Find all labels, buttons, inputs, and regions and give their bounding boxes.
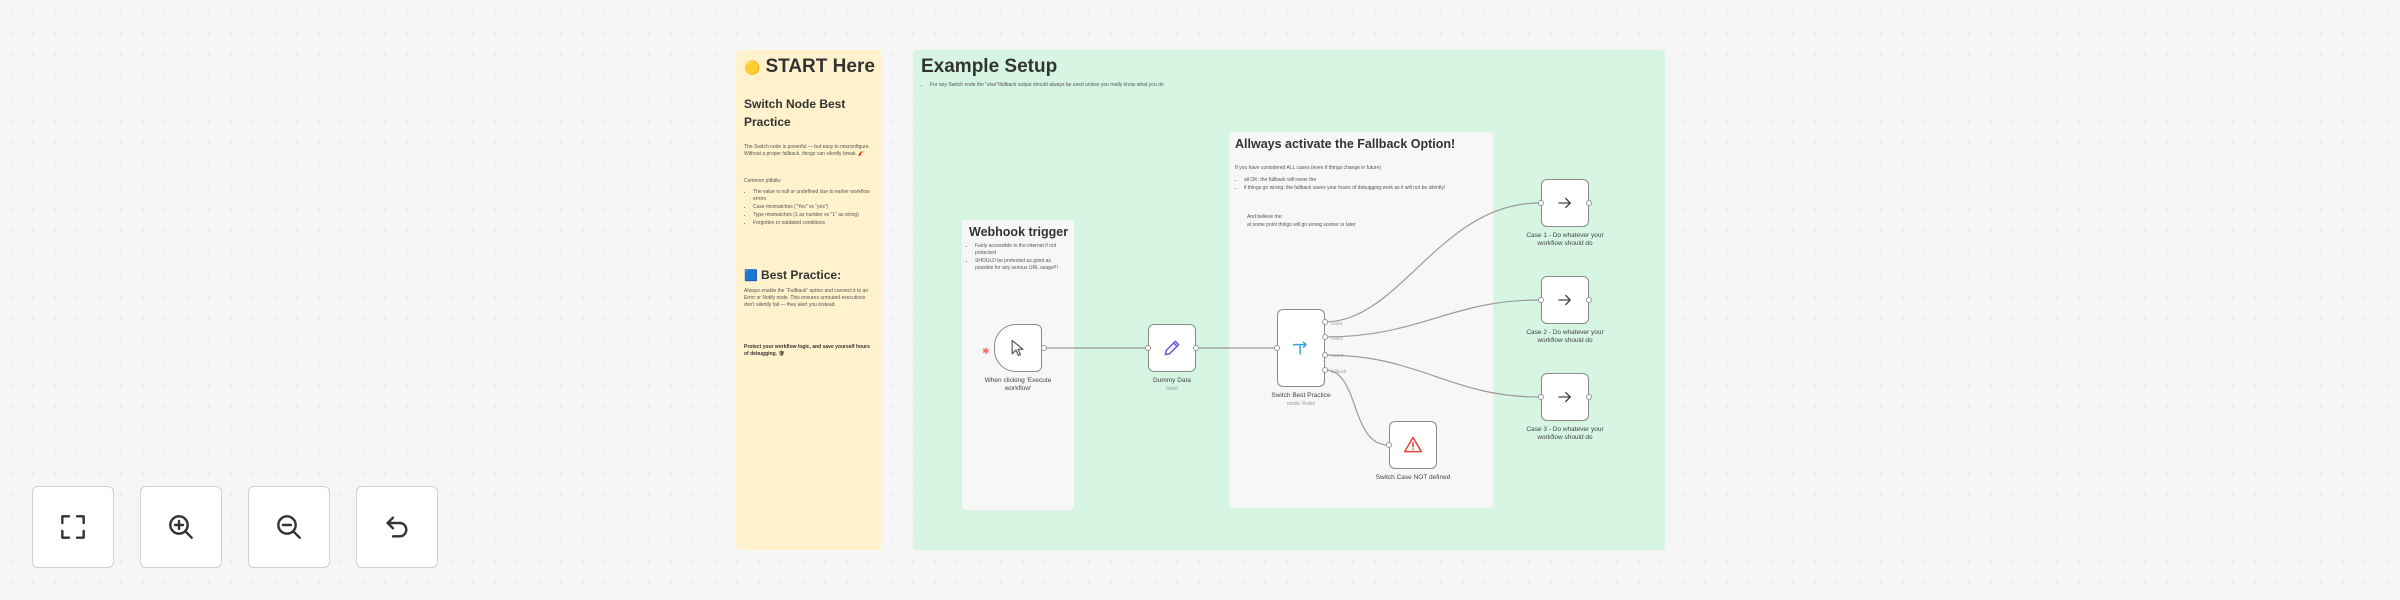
list-item: Type mismatches (1 as number vs "1" as s… (753, 212, 874, 219)
yellow-circle-icon: 🟡 (744, 60, 761, 75)
node-case-2[interactable] (1541, 276, 1589, 324)
zoom-in-icon (169, 515, 193, 539)
cursor-icon (1011, 339, 1024, 357)
node-manual-trigger[interactable] (994, 324, 1042, 372)
connection-switch-fallback (1324, 369, 1389, 446)
output-port[interactable] (1322, 334, 1328, 340)
input-port[interactable] (1274, 345, 1280, 351)
trigger-label: When clicking 'Execute workflow' (984, 377, 1052, 392)
start-title: START Here (765, 56, 875, 77)
input-port[interactable] (1145, 345, 1151, 351)
case-2-label: Case 2 - Do whatever your workflow shoul… (1526, 329, 1604, 344)
list-item: all OK: the fallback will never fire (1244, 177, 1485, 184)
pencil-icon (1164, 340, 1180, 356)
connection-switch-case3 (1324, 354, 1540, 398)
fallback-outro-1: And believe me: (1247, 214, 1283, 220)
list-item: Forgotten or outdated conditions (753, 220, 874, 227)
switch-subtitle: mode: Rules (1286, 401, 1316, 407)
start-subtitle: Switch Node Best Practice (744, 97, 846, 129)
switch-output-label: fallback (1331, 369, 1347, 374)
zoom-out-button[interactable] (248, 486, 330, 568)
example-title: Example Setup (921, 56, 1058, 77)
fallback-outro-2: at some point things will go wrong soone… (1247, 222, 1356, 228)
node-switch[interactable] (1277, 309, 1325, 387)
fallback-intro: If you have considered ALL cases (even i… (1235, 165, 1382, 171)
warning-icon (1403, 436, 1423, 453)
switch-output-label: case3 (1331, 353, 1344, 358)
arrow-right-icon (1558, 197, 1571, 209)
list-item: Case mismatches ("Yes" vs "yes") (753, 204, 874, 211)
webhook-title: Webhook trigger (969, 225, 1069, 239)
switch-output-label: case1 (1331, 321, 1344, 326)
undo-icon (386, 516, 408, 538)
best-practice-heading: Best Practice: (761, 268, 842, 282)
zoom-in-button[interactable] (140, 486, 222, 568)
input-port[interactable] (1538, 200, 1544, 206)
input-port[interactable] (1538, 297, 1544, 303)
node-case-1[interactable] (1541, 179, 1589, 227)
dummy-data-label: Dummy Data (1153, 377, 1191, 384)
best-practice-text: Always enable the "Fallback" option and … (744, 288, 869, 308)
list-item: The value is null or undefined due to ea… (753, 189, 874, 203)
output-port[interactable] (1193, 345, 1199, 351)
trigger-marker-icon: ✱ (982, 346, 990, 356)
case-1-label: Case 1 - Do whatever your workflow shoul… (1526, 232, 1604, 247)
zoom-out-icon (277, 515, 301, 539)
input-port[interactable] (1538, 394, 1544, 400)
fallback-title: Allways activate the Fallback Option! (1235, 137, 1456, 151)
reset-zoom-button[interactable] (356, 486, 438, 568)
arrow-right-icon (1558, 391, 1571, 403)
list-item: if things go wrong: the fallback saves y… (1244, 185, 1485, 192)
connection-switch-case1 (1324, 202, 1540, 323)
best-practice-closing: Protect your workflow logic, and save yo… (744, 344, 870, 357)
blue-square-icon: 🟦 (744, 270, 758, 282)
start-intro: The Switch node is powerful — but easy t… (744, 144, 870, 157)
sticky-note-start[interactable]: 🟡 START Here Switch Node Best Practice T… (736, 50, 882, 550)
case-3-label: Case 3 - Do whatever your workflow shoul… (1526, 426, 1604, 441)
dummy-data-subtitle: Initial (1166, 386, 1178, 392)
node-error[interactable] (1389, 421, 1437, 469)
sticky-note-fallback[interactable]: Allways activate the Fallback Option! If… (1229, 132, 1493, 508)
fit-view-icon (61, 515, 85, 539)
connection-switch-case2 (1324, 299, 1540, 338)
example-note: For any Switch node the "else"/fallback … (930, 82, 1421, 89)
error-label: Switch Case NOT defined (1375, 474, 1451, 481)
list-item: Fairly accessible to the internet if not… (975, 243, 1070, 257)
switch-label: Switch Best Practice (1271, 392, 1331, 399)
output-port[interactable] (1586, 200, 1592, 206)
pitfalls-heading: Common pitfalls: (744, 178, 782, 184)
output-port[interactable] (1322, 352, 1328, 358)
fit-view-button[interactable] (32, 486, 114, 568)
input-port[interactable] (1386, 442, 1392, 448)
output-port[interactable] (1322, 319, 1328, 325)
pitfalls-list: The value is null or undefined due to ea… (744, 189, 874, 228)
output-port[interactable] (1322, 367, 1328, 373)
arrow-right-icon (1558, 294, 1571, 306)
node-case-3[interactable] (1541, 373, 1589, 421)
output-port[interactable] (1586, 297, 1592, 303)
list-item: SHOULD be protected as good as possible … (975, 258, 1070, 272)
output-port[interactable] (1041, 345, 1047, 351)
switch-icon (1292, 341, 1307, 355)
switch-output-label: case2 (1331, 336, 1344, 341)
node-dummy-data[interactable] (1148, 324, 1196, 372)
output-port[interactable] (1586, 394, 1592, 400)
